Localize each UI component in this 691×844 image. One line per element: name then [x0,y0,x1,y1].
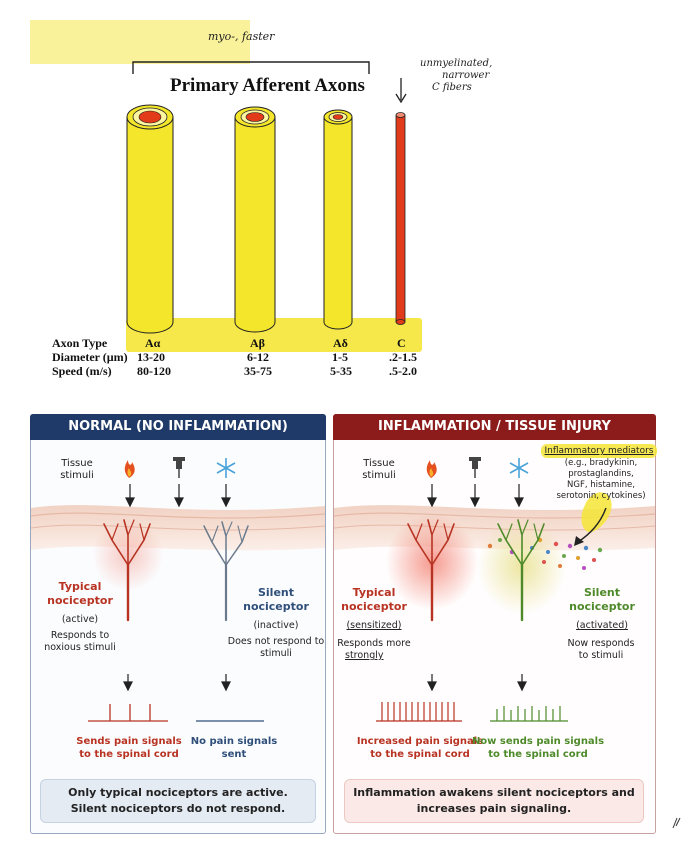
col-c-diameter: .2-1.5 [389,350,417,364]
pushpin-icon [173,457,185,478]
normal-summary-box: Only typical nociceptors are active. Sil… [40,779,316,823]
inflamed-typical-neuron [407,519,455,622]
inflamed-output-arrows [427,674,527,692]
axon-c-fiber [395,112,406,325]
mediators-arrowhead [574,536,584,546]
normal-stimuli-arrows [125,484,231,508]
normal-skin [30,505,326,551]
inflamed-tissue-stimuli: Tissue stimuli [362,458,396,481]
col-a-alpha-diameter: 13-20 [137,350,165,364]
handwritten-top-note: myo-, faster [208,30,275,43]
normal-silent-title: Silent nociceptor [243,586,309,613]
axon-a-beta [234,106,276,333]
corner-mark [672,817,681,829]
normal-silent-state: (inactive) [253,620,299,631]
row-label-type: Axon Type [52,336,108,350]
inflamed-typical-desc: Responds more strongly [334,638,414,662]
col-a-beta-type: Aβ [250,336,265,350]
inflamed-typical-title: Typical nociceptor [341,586,407,613]
normal-silent-neuron [203,521,249,622]
snowflake-icon [216,458,236,478]
normal-summary-text: Only typical nociceptors are active. Sil… [68,786,288,815]
inflamed-summary-text: Inflammation awakens silent nociceptors … [353,786,635,815]
normal-typical-neuron [103,519,151,622]
normal-silent-desc: Does not respond to stimuli [227,636,325,659]
snowflake-icon [509,458,529,478]
inflamed-summary-box: Inflammation awakens silent nociceptors … [344,779,644,823]
fire-icon [426,460,437,478]
normal-tissue-stimuli: Tissue stimuli [60,458,94,481]
col-a-alpha-type: Aα [145,336,161,350]
normal-panel [30,414,326,834]
axon-a-delta [323,109,353,330]
mediators-title: Inflammatory mediators [544,446,654,456]
axons-title: Primary Afferent Axons [170,75,365,96]
col-a-beta-diameter: 6-12 [247,350,269,364]
normal-left-output: Sends pain signals to the spinal cord [76,736,182,760]
pushpin-icon [469,457,481,478]
inflamed-typical-desc-line1: Responds more [337,638,411,649]
handwritten-right-note: unmyelinated, narrower C fibers [420,58,492,94]
inflamed-typical-signal [376,702,462,722]
down-arrow-head [395,93,407,104]
highlight-top [30,20,250,64]
axon-a-alpha [126,104,174,334]
fire-icon [124,460,135,478]
col-a-delta-diameter: 1-5 [332,350,348,364]
normal-panel-header: NORMAL (NO INFLAMMATION) [30,414,326,440]
right-note-line1: unmyelinated, [420,58,493,69]
row-label-speed: Speed (m/s) [52,364,112,378]
inflamed-left-output: Increased pain signals to the spinal cor… [356,736,484,760]
inflamed-silent-title: Silent nociceptor [569,586,635,613]
highlight-blob [581,492,612,533]
normal-right-output: No pain signals sent [190,736,278,760]
axon-illustration [126,61,422,352]
right-note-line2: narrower [442,70,490,81]
inflamed-silent-neuron [497,519,545,622]
mediators-highlight [541,444,657,458]
normal-typical-desc: Responds to noxious stimuli [44,630,116,653]
normal-typical-state: (active) [61,614,99,625]
right-note-line3: C fibers [432,82,472,93]
col-a-delta-speed: 5-35 [330,364,352,378]
normal-typical-signal [88,704,168,722]
col-c-type: C [397,336,406,350]
normal-output-arrows [123,674,231,692]
inflamed-panel [333,414,656,834]
col-a-alpha-speed: 80-120 [137,364,171,378]
inflamed-typical-desc-line2: strongly [345,650,384,661]
inflamed-panel-header: INFLAMMATION / TISSUE INJURY [333,414,656,440]
mediators-desc: (e.g., bradykinin, prostaglandins, NGF, … [556,458,646,501]
col-a-beta-speed: 35-75 [244,364,272,378]
inflamed-silent-signal [490,706,568,722]
inflamed-right-output: Now sends pain signals to the spinal cor… [471,736,605,760]
inflamed-stimuli-arrows [427,484,524,508]
inflamed-silent-desc: Now responds to stimuli [567,638,635,661]
col-c-speed: .5-2.0 [389,364,417,378]
mediator-dots [487,537,603,570]
inflamed-silent-state: (activated) [576,620,628,631]
row-label-diameter: Diameter (µm) [52,350,128,364]
inflamed-typical-state: (sensitized) [346,620,402,631]
bracket [132,61,370,74]
col-a-delta-type: Aδ [333,336,348,350]
normal-typical-title: Typical nociceptor [47,580,113,607]
